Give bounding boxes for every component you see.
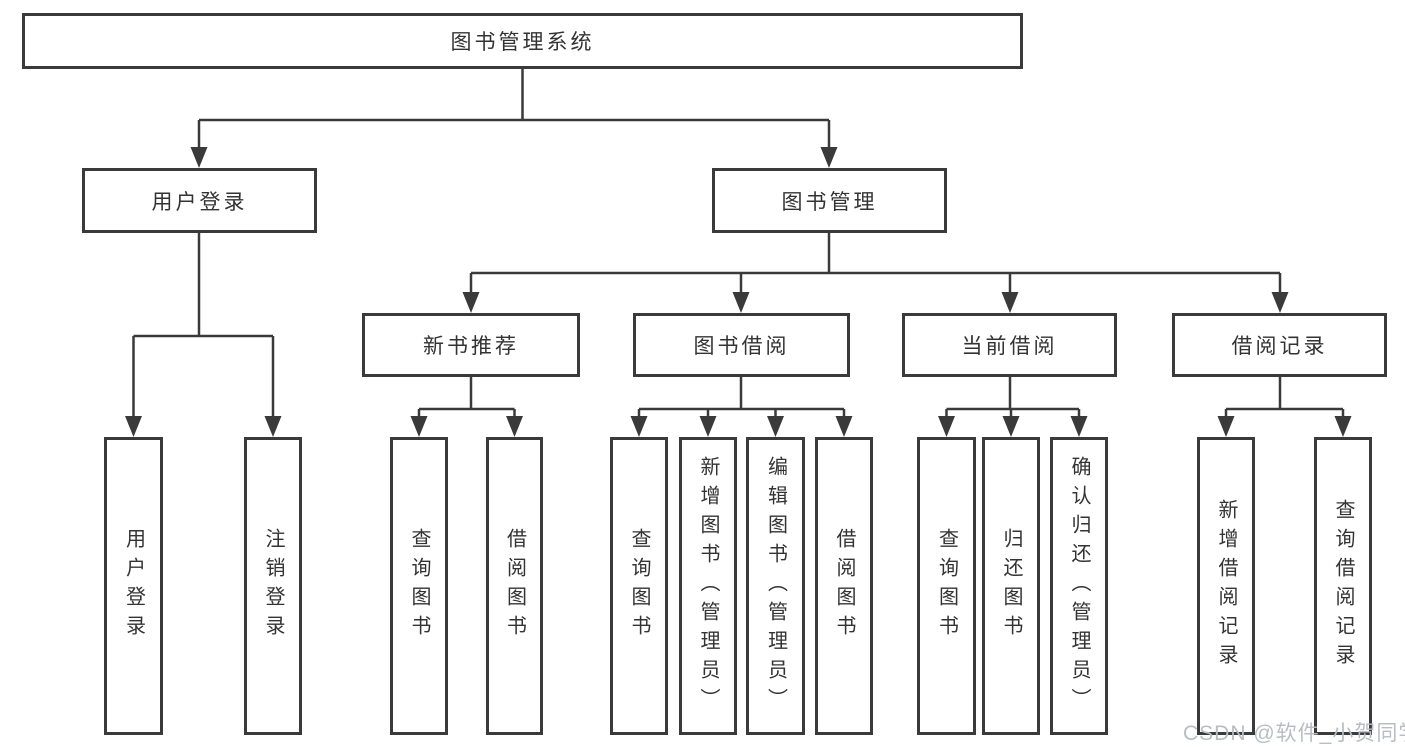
leaf-bb-edit-book-admin-label: 编辑图书（管理员） xyxy=(764,455,787,717)
node-root-label: 图书管理系统 xyxy=(450,31,595,54)
node-new-book-recommend-label: 新书推荐 xyxy=(423,335,519,358)
leaf-br-add-record: 新增借阅记录 xyxy=(1197,437,1255,735)
leaf-cb-query-books-label: 查询图书 xyxy=(935,528,958,644)
node-borrowing-records-label: 借阅记录 xyxy=(1231,335,1328,358)
node-book-management-label: 图书管理 xyxy=(781,190,878,214)
leaf-logout: 注销登录 xyxy=(244,437,302,735)
leaf-bb-query-books: 查询图书 xyxy=(610,437,668,735)
node-user-login: 用户登录 xyxy=(82,168,317,233)
node-book-borrowing-label: 图书借阅 xyxy=(693,335,790,358)
leaf-cb-query-books: 查询图书 xyxy=(917,437,976,735)
leaf-bb-add-book-admin: 新增图书（管理员） xyxy=(679,437,737,735)
leaf-rec-borrow-books: 借阅图书 xyxy=(486,437,543,735)
leaf-logout-label: 注销登录 xyxy=(262,528,284,644)
leaf-bb-borrow-books: 借阅图书 xyxy=(815,437,873,735)
leaf-br-query-record-label: 查询借阅记录 xyxy=(1332,499,1354,673)
node-user-login-label: 用户登录 xyxy=(151,190,248,214)
leaf-user-login-label: 用户登录 xyxy=(122,528,145,644)
leaf-rec-query-books: 查询图书 xyxy=(390,437,448,735)
leaf-user-login: 用户登录 xyxy=(104,437,163,735)
leaf-br-query-record: 查询借阅记录 xyxy=(1314,437,1372,735)
node-current-borrowing: 当前借阅 xyxy=(902,313,1117,377)
leaf-cb-return-books-label: 归还图书 xyxy=(1000,528,1022,644)
leaf-cb-confirm-return-admin: 确认归还（管理员） xyxy=(1050,437,1108,735)
leaf-bb-query-books-label: 查询图书 xyxy=(628,528,650,644)
node-borrowing-records: 借阅记录 xyxy=(1172,313,1387,377)
node-book-borrowing: 图书借阅 xyxy=(633,313,850,377)
node-current-borrowing-label: 当前借阅 xyxy=(961,335,1058,358)
leaf-bb-edit-book-admin: 编辑图书（管理员） xyxy=(746,437,805,735)
node-root: 图书管理系统 xyxy=(22,13,1023,69)
node-new-book-recommend: 新书推荐 xyxy=(362,313,580,377)
leaf-br-add-record-label: 新增借阅记录 xyxy=(1215,499,1237,673)
leaf-bb-add-book-admin-label: 新增图书（管理员） xyxy=(697,455,719,717)
csdn-watermark: CSDN @软件_小贺同学 xyxy=(1183,722,1405,745)
leaf-rec-borrow-books-label: 借阅图书 xyxy=(503,528,526,644)
leaf-cb-confirm-return-admin-label: 确认归还（管理员） xyxy=(1068,455,1090,717)
leaf-bb-borrow-books-label: 借阅图书 xyxy=(833,528,855,644)
leaf-rec-query-books-label: 查询图书 xyxy=(408,528,430,644)
leaf-cb-return-books: 归还图书 xyxy=(982,437,1040,735)
node-book-management: 图书管理 xyxy=(712,168,947,233)
